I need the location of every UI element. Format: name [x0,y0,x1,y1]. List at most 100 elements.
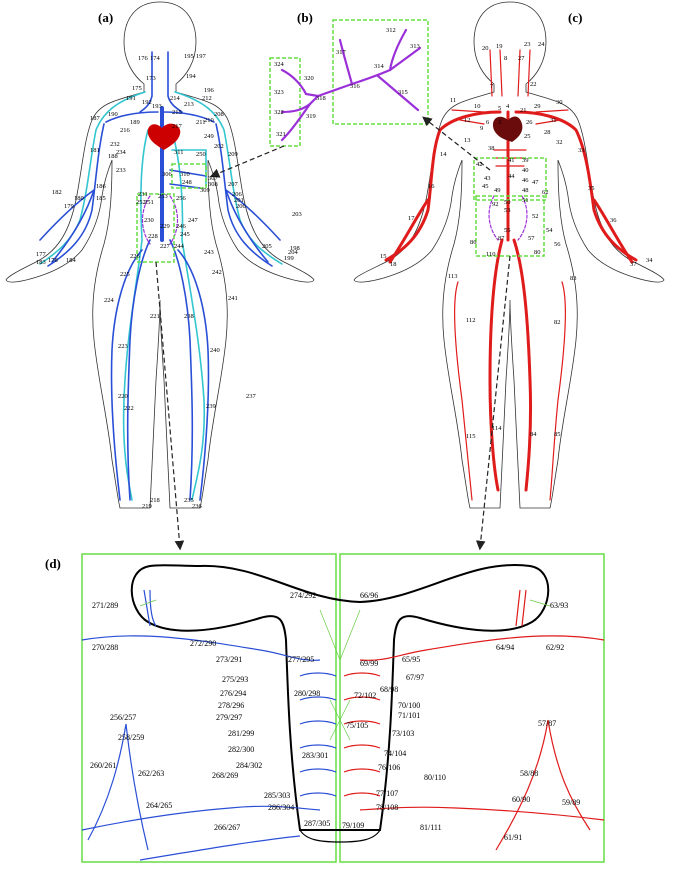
highlight-box-c-upper [473,157,547,201]
label-d-20: 279/297 [216,713,242,722]
arrow-b-to-a [209,145,285,178]
label-d-43: 59/89 [562,798,580,807]
label-c-39: 62 [542,189,549,196]
vein-forearm-left [39,189,95,263]
label-a-86: 219 [142,503,152,510]
label-a-32: 202 [214,143,224,150]
label-a-30: 188 [108,153,118,160]
d-artery-arc-3 [343,720,381,725]
label-a-14: 212 [202,95,212,102]
vein-portal-pelvic [141,195,179,245]
label-d-35: 260/261 [90,761,116,770]
label-a-77: 238 [184,313,194,320]
body-outline-a [5,1,315,509]
label-d-30: 76/106 [378,763,400,772]
label-a-25: 234 [116,149,127,156]
vein-arm-deep-right [215,123,273,267]
label-c-5: 8 [504,55,507,62]
label-d-7: 62/92 [546,643,564,652]
label-c-38: 48 [522,187,529,194]
label-c-16: 6 [486,119,490,126]
body-outline-a-path [5,1,315,509]
label-a-18: 216 [120,127,131,134]
label-d-9: 277/295 [288,655,314,664]
label-d-6: 64/94 [496,643,514,652]
label-c-17: 3 [498,119,501,126]
artery-arm-left [384,110,502,262]
zoom-box-b-right [332,19,429,125]
label-c-52: 86 [470,239,477,246]
label-a-24: 232 [110,141,120,148]
label-a-84: 218 [150,497,160,504]
label-c-51: 54 [546,227,553,234]
label-a-7: 196 [204,87,215,94]
vein-leg-outer-right [177,249,210,501]
label-a-22: 208 [214,111,224,118]
label-a-71: 243 [204,249,214,256]
label-a-43: 248 [182,179,192,186]
label-d-39: 58/88 [520,769,538,778]
label-a-78: 223 [118,343,128,350]
label-c-57: 15 [380,253,387,260]
label-a-11: 214 [170,95,181,102]
artery-leg-right [512,238,533,492]
label-c-35: 47 [532,179,539,186]
d-artery-fallopian [515,589,527,627]
label-a-45: 307 [208,175,219,182]
label-d-11: 69/99 [360,659,378,668]
label-a-38: 183 [36,259,46,266]
label-b-8: 312 [386,27,396,34]
label-a-20: 210 [204,117,214,124]
label-a-1: 174 [150,55,161,62]
label-a-31: 181 [90,147,100,154]
heart-icon-a [147,123,181,150]
label-a-9: 192 [142,99,152,106]
label-d-25: 73/103 [392,729,414,738]
label-c-24: 32 [556,139,563,146]
label-b-3: 318 [316,95,326,102]
label-d-32: 268/269 [212,771,238,780]
label-c-56: 110 [486,251,496,258]
body-outline-c-path [353,1,665,509]
label-a-8: 191 [126,95,136,102]
label-c-55: 80 [534,249,541,256]
arterial-network-c [384,49,638,501]
label-a-53: 200 [236,203,246,210]
label-d-2: 66/96 [360,591,378,600]
label-a-47: 309 [200,187,210,194]
vein-neck-left [139,51,153,113]
label-c-40: 16 [428,183,435,190]
label-b-0: 324 [274,61,285,68]
label-d-47: 79/109 [342,821,364,830]
label-a-58: 252 [136,199,146,206]
artery-arm-branches-left [451,109,485,125]
panel-label-a: (a) [98,10,113,25]
label-d-48: 81/111 [420,823,442,832]
d-artery-long-right [495,719,591,851]
label-c-12: 21 [520,107,527,114]
label-c-25: 14 [440,151,447,158]
highlight-boxes [136,157,547,263]
label-c-43: 51 [522,197,529,204]
label-d-26: 282/300 [228,745,254,754]
portal-branch-right [376,74,420,112]
label-a-61: 253 [158,193,168,200]
vein-subclavian-right [161,111,215,123]
label-d-5: 272/290 [190,639,216,648]
artery-head-left [489,49,503,97]
label-a-0: 176 [138,55,149,62]
artery-arm-branches-right [535,109,569,125]
label-c-65: 115 [466,433,476,440]
label-b-6: 321 [276,131,286,138]
label-c-47: 17 [408,215,415,222]
label-a-15: 190 [108,111,118,118]
label-d-13: 67/97 [406,673,424,682]
label-c-14: 30 [556,99,563,106]
label-d-16: 68/98 [380,685,398,694]
label-c-9: 10 [474,103,481,110]
label-d-45: 266/267 [214,823,240,832]
label-d-10: 65/95 [402,655,420,664]
label-d-0: 271/289 [92,601,118,610]
label-c-7: 22 [530,81,537,88]
